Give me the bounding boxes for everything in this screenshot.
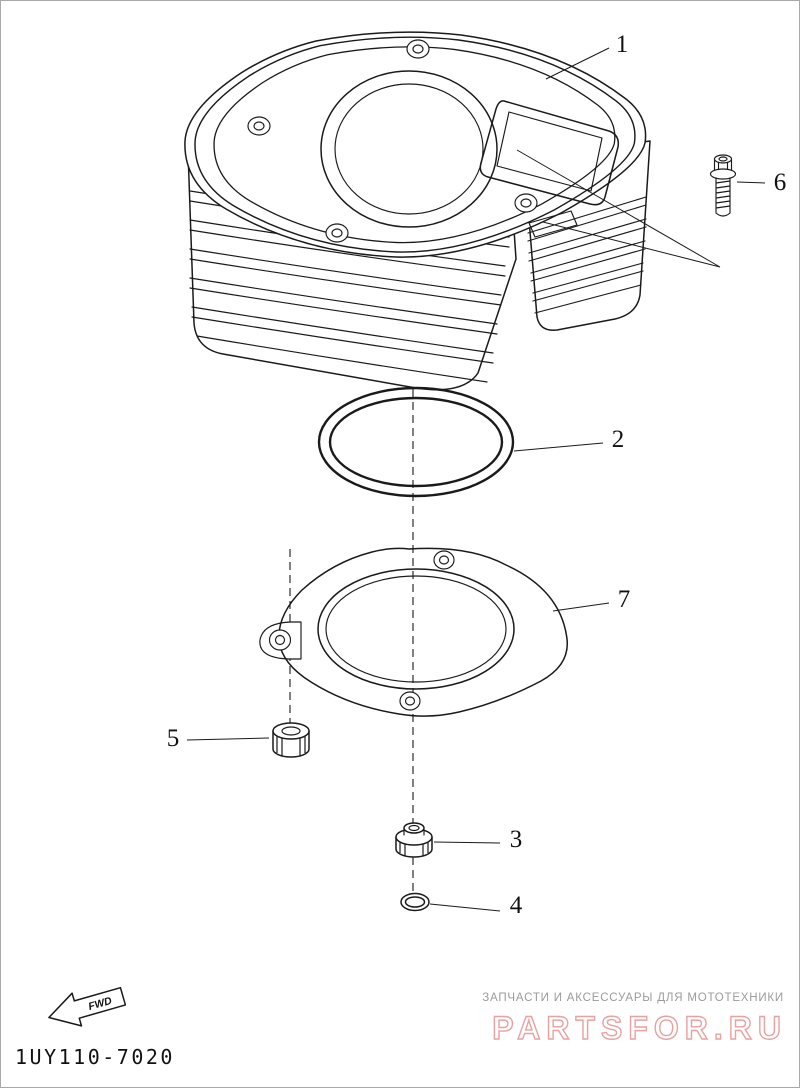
base-gasket — [259, 547, 568, 717]
dowel-collar — [272, 722, 310, 758]
bolt-position-lines — [516, 149, 721, 268]
callouts: 1 2 3 4 5 6 7 — [167, 31, 787, 919]
fwd-arrow: FWD — [48, 986, 127, 1027]
cam-chain-tunnel-outer — [479, 100, 620, 206]
diagram-code: 1UY110-7020 — [15, 1045, 175, 1069]
callout-5: 5 — [167, 725, 180, 752]
stud-holes — [247, 39, 538, 243]
gasket-holes — [268, 550, 455, 711]
callout-1: 1 — [616, 31, 629, 58]
callout-2: 2 — [612, 426, 625, 453]
gasket-bore-inner — [325, 575, 507, 683]
cylinder-bore-inner — [334, 83, 484, 215]
watermark: ЗАПЧАСТИ И АКСЕССУАРЫ ДЛЯ МОТОТЕХНИКИ PA… — [482, 992, 787, 1047]
watermark-tagline: ЗАПЧАСТИ И АКСЕССУАРЫ ДЛЯ МОТОТЕХНИКИ — [482, 992, 784, 1004]
watermark-brand: PARTSFOR.RU — [492, 1010, 787, 1046]
callout-3: 3 — [510, 826, 523, 853]
callout-4: 4 — [510, 892, 523, 919]
face-slot — [528, 210, 578, 238]
cam-chain-tunnel-inner — [496, 111, 603, 192]
callout-6: 6 — [774, 169, 787, 196]
fwd-arrow-shape — [48, 986, 127, 1027]
callout-leader-lines — [186, 47, 766, 912]
callout-7: 7 — [618, 586, 631, 613]
small-o-ring — [400, 892, 430, 912]
bolt-threads — [715, 177, 731, 217]
fins-right-lines — [527, 196, 647, 314]
cylinder-bore-outer — [320, 70, 498, 228]
flanged-nut — [395, 822, 433, 858]
cylinder-top-face — [184, 31, 647, 258]
flange-bolt — [709, 154, 737, 217]
gasket-outline — [278, 547, 568, 717]
o-ring — [317, 386, 515, 498]
